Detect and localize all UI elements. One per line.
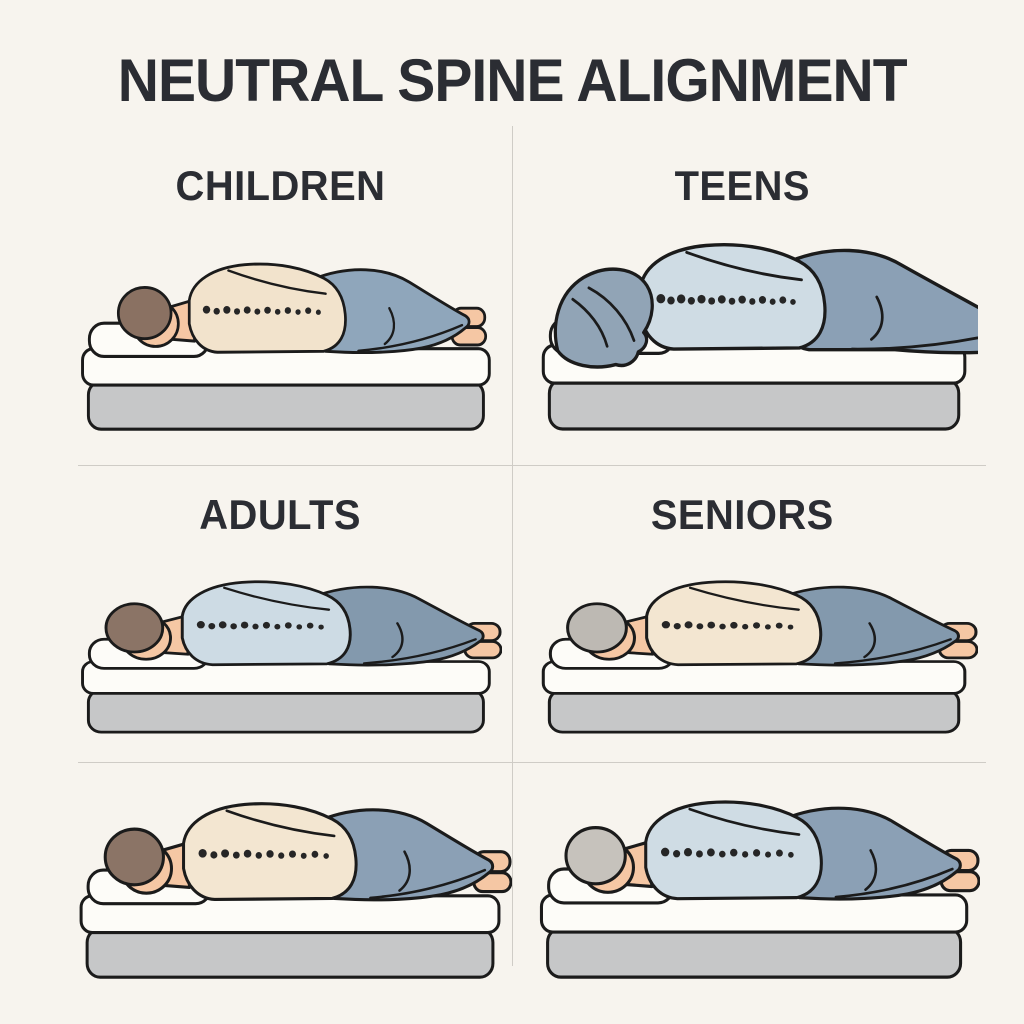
leg-line [362, 638, 477, 665]
sleeper-figure-svg [541, 242, 978, 431]
sleeper-figure-svg [541, 580, 978, 734]
spine-dots [196, 620, 324, 630]
hip-crease-line [383, 307, 396, 346]
panel-seniors-label-text: SENIORS [650, 491, 834, 538]
person [564, 800, 980, 901]
person [553, 242, 978, 369]
adults-illustration [62, 556, 502, 738]
panel-teens-label: TEENS [516, 162, 968, 210]
teens-illustration [522, 220, 978, 436]
arm-line [685, 250, 803, 282]
sleeper-figure-svg [539, 800, 980, 979]
bottom-left-illustration [60, 774, 512, 984]
leg-line [834, 867, 954, 899]
pants [784, 248, 978, 355]
hip-crease-line [398, 850, 411, 892]
children-illustration [62, 228, 502, 436]
spine-dots [202, 305, 321, 315]
sleeper-figure-svg [79, 802, 512, 979]
hair [116, 285, 173, 341]
hip-crease-line [391, 622, 404, 659]
horizontal-divider-1 [78, 465, 986, 466]
panel-adults-label: ADULTS [54, 491, 506, 539]
leg-line [357, 323, 464, 353]
hair-strand-line [587, 286, 636, 342]
poster-title: NEUTRAL SPINE ALIGNMENT [0, 46, 1024, 115]
mattress [81, 347, 491, 431]
sleeper-figure-svg [81, 580, 502, 734]
person [103, 802, 512, 902]
spine-dots [656, 294, 796, 305]
spine-dots [661, 620, 794, 630]
sleeper-figure-svg [81, 262, 491, 431]
arm-line [227, 269, 327, 295]
arm-line [225, 809, 336, 838]
panel-seniors-label: SENIORS [516, 491, 968, 539]
spine-dots [198, 848, 329, 859]
poster-title-text: NEUTRAL SPINE ALIGNMENT [117, 47, 908, 114]
spine-dots [660, 847, 794, 858]
hair-strand-line-2 [571, 297, 609, 348]
arm-line [688, 807, 801, 836]
hair [564, 826, 627, 886]
arm-line [688, 586, 800, 611]
torso-shirt [638, 242, 827, 351]
leg-line [833, 638, 952, 665]
hip-crease-line [864, 849, 878, 891]
panel-teens-label-text: TEENS [674, 162, 810, 209]
mattress [541, 660, 967, 734]
leg-line [850, 336, 978, 351]
mattress [81, 660, 491, 734]
vertical-divider [512, 126, 513, 966]
person [116, 262, 488, 355]
hair [553, 267, 654, 369]
hair [566, 602, 628, 654]
person [104, 580, 502, 667]
mattress [539, 893, 969, 979]
mattress [79, 894, 501, 979]
hair [103, 827, 165, 887]
hip-crease-line [870, 295, 884, 341]
arm-line [223, 586, 331, 611]
hair [104, 602, 165, 654]
panel-adults-label-text: ADULTS [199, 491, 361, 538]
horizontal-divider-2 [78, 762, 986, 763]
person [566, 580, 978, 667]
panel-children-label-text: CHILDREN [175, 162, 385, 209]
hip-crease-line [863, 622, 877, 659]
panel-children-label: CHILDREN [54, 162, 506, 210]
bottom-right-illustration [520, 772, 980, 984]
leg-line [369, 868, 487, 900]
seniors-illustration [522, 556, 978, 738]
